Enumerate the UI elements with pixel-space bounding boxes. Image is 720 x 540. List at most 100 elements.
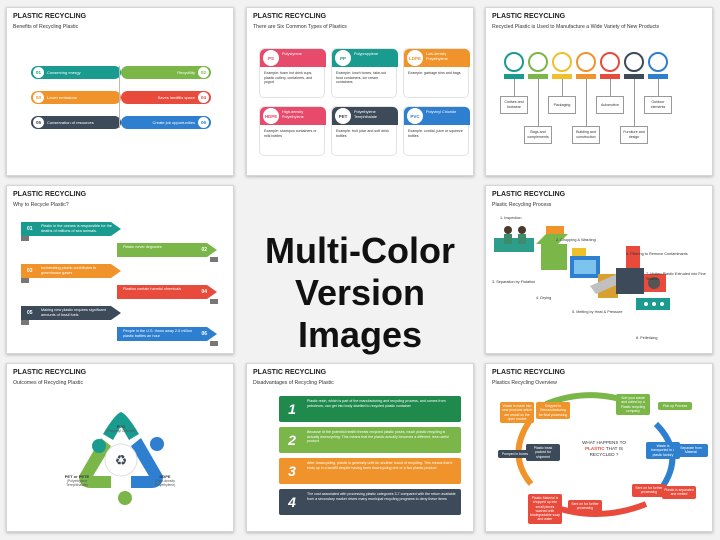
outcome-sub: (Polyethylene Terephthalate): [66, 479, 88, 487]
disadvantage-text: Because of the potential health threats …: [307, 430, 450, 444]
product-label: Furniture and design: [620, 126, 648, 144]
center-line-2: Version Images: [294, 272, 426, 355]
benefit-label: Conserving energy: [47, 70, 81, 75]
overview-step: Separate from Material: [674, 444, 708, 457]
plastic-name: High-density Polyethylene: [282, 110, 304, 119]
reason-fold: [21, 320, 29, 325]
plastic-name: Polypropylene: [354, 52, 379, 56]
reason-fold: [21, 278, 29, 283]
slide-title: PLASTIC RECYCLING: [492, 369, 566, 376]
disadvantage-text: The cost associated with processing plas…: [307, 492, 456, 501]
process-step-label: 8. Pelletizing: [636, 336, 658, 340]
disadvantage-number: 1: [288, 401, 296, 417]
plastic-code-badge: PET: [335, 108, 351, 124]
slide-title: PLASTIC RECYCLING: [13, 13, 87, 20]
plastic-example: Example: lunch boxes, take-out food cont…: [336, 71, 387, 85]
disadvantage-text: After downcycling, plastic is generally …: [307, 461, 453, 470]
plastic-example: Example: shampoo containers or milk bott…: [264, 129, 317, 138]
slide-why-recycle[interactable]: PLASTIC RECYCLING Why to Recycle Plastic…: [6, 185, 234, 354]
slide-subtitle: Plastics Recycling Overview: [492, 380, 557, 386]
product-label: Bags and complements: [524, 126, 552, 144]
outcome-name: PET or PETE: [64, 474, 90, 479]
slide-title: PLASTIC RECYCLING: [13, 369, 87, 376]
plastic-example: Example: garbage bins and bags: [408, 71, 461, 75]
process-illustration: [494, 226, 670, 310]
product-connector: [610, 79, 611, 96]
bench-icon: [648, 52, 668, 72]
slide-overview[interactable]: PLASTIC RECYCLING Plastics Recycling Ove…: [485, 363, 713, 532]
benefit-number: 06: [198, 117, 209, 128]
reason-text: Plastics contain harmful chemicals: [123, 287, 182, 291]
plastic-name: Polyvinyl Chloride: [426, 110, 457, 114]
reason-number: 04: [201, 289, 207, 295]
benefit-label: Conservation of resources: [47, 120, 94, 125]
reason-fold: [210, 257, 218, 262]
disadvantage-number: 4: [288, 494, 296, 510]
slide-subtitle: Benefits of Recycling Plastic: [13, 24, 79, 30]
overview-step: Plastic bead packed for shipment: [526, 444, 560, 461]
process-step-label: 6. Filtering to Remove Contaminants: [626, 252, 688, 256]
plastic-code-badge: PP: [335, 50, 351, 66]
slide-products[interactable]: PLASTIC RECYCLING Recycled Plastic is Us…: [485, 7, 713, 176]
product-connector: [514, 79, 515, 96]
slide-plastic-types[interactable]: PLASTIC RECYCLING There are Six Common T…: [246, 7, 474, 176]
disadvantage-text: Plastic resin, which is part of the manu…: [307, 399, 446, 408]
car-icon: [600, 52, 620, 72]
product-connector: [586, 79, 587, 126]
product-connector: [658, 79, 659, 96]
slide-title: PLASTIC RECYCLING: [492, 13, 566, 20]
product-label: Packaging: [548, 96, 576, 114]
process-step-label: 1. Inspection: [500, 216, 522, 220]
slide-process[interactable]: PLASTIC RECYCLING Plastic Recycling Proc…: [485, 185, 713, 354]
benefit-number: 03: [33, 92, 44, 103]
plastic-example: Example: cordial, juice or squeeze bottl…: [408, 129, 463, 138]
overview-step: Pumped in boxes: [498, 450, 532, 459]
overview-step: Plastic is separated and melted: [662, 486, 696, 499]
product-dot: [528, 74, 548, 79]
benefit-label: Saves landfills space: [157, 95, 195, 100]
slide-outcomes[interactable]: PLASTIC RECYCLING Outcomes of Recycling …: [6, 363, 234, 532]
package-icon: [552, 52, 572, 72]
building-icon: [576, 52, 596, 72]
question-center: WHAT HAPPENS TO PLASTIC THAT IS RECYCLED…: [574, 440, 634, 458]
plastic-code-badge: HDPE: [263, 108, 279, 124]
disadvantage-number: 3: [288, 463, 296, 479]
svg-text:♻: ♻: [115, 452, 128, 468]
slide-benefits[interactable]: PLASTIC RECYCLING Benefits of Recycling …: [6, 7, 234, 176]
product-connector: [562, 79, 563, 96]
shirt-icon: [504, 52, 524, 72]
benefit-label: Lower emissions: [47, 95, 77, 100]
product-dot: [624, 74, 644, 79]
benefit-label: Create job opportunities: [152, 120, 195, 125]
product-label: Building and construction: [572, 126, 600, 144]
slide-title: PLASTIC RECYCLING: [13, 191, 87, 198]
center-line-1: Multi-Color: [265, 230, 455, 271]
recycle-center: [104, 443, 138, 477]
slide-subtitle: Recycled Plastic is Used to Manufacture …: [492, 24, 660, 30]
question-mid: PLASTIC: [584, 445, 605, 451]
outcomes-triangle: ♻: [79, 412, 164, 505]
outcome-name: HDPE: [159, 474, 171, 479]
slide-disadvantages[interactable]: PLASTIC RECYCLING Disadvantages of Recyc…: [246, 363, 474, 532]
process-step-label: 3. Separation by Flotation: [492, 280, 536, 284]
outcome-label: HDPE(High-density Polyethylene): [147, 474, 183, 487]
slide-subtitle: There are Six Common Types of Plastics: [253, 24, 347, 30]
process-step-label: 2. Chopping & Washing: [556, 238, 596, 242]
plastic-name: Polyethylene Terephthalate: [354, 110, 378, 119]
reason-number: 06: [201, 331, 207, 337]
product-dot: [576, 74, 596, 79]
sofa-icon: [624, 52, 644, 72]
overview-step: Pick up Process: [658, 402, 692, 411]
